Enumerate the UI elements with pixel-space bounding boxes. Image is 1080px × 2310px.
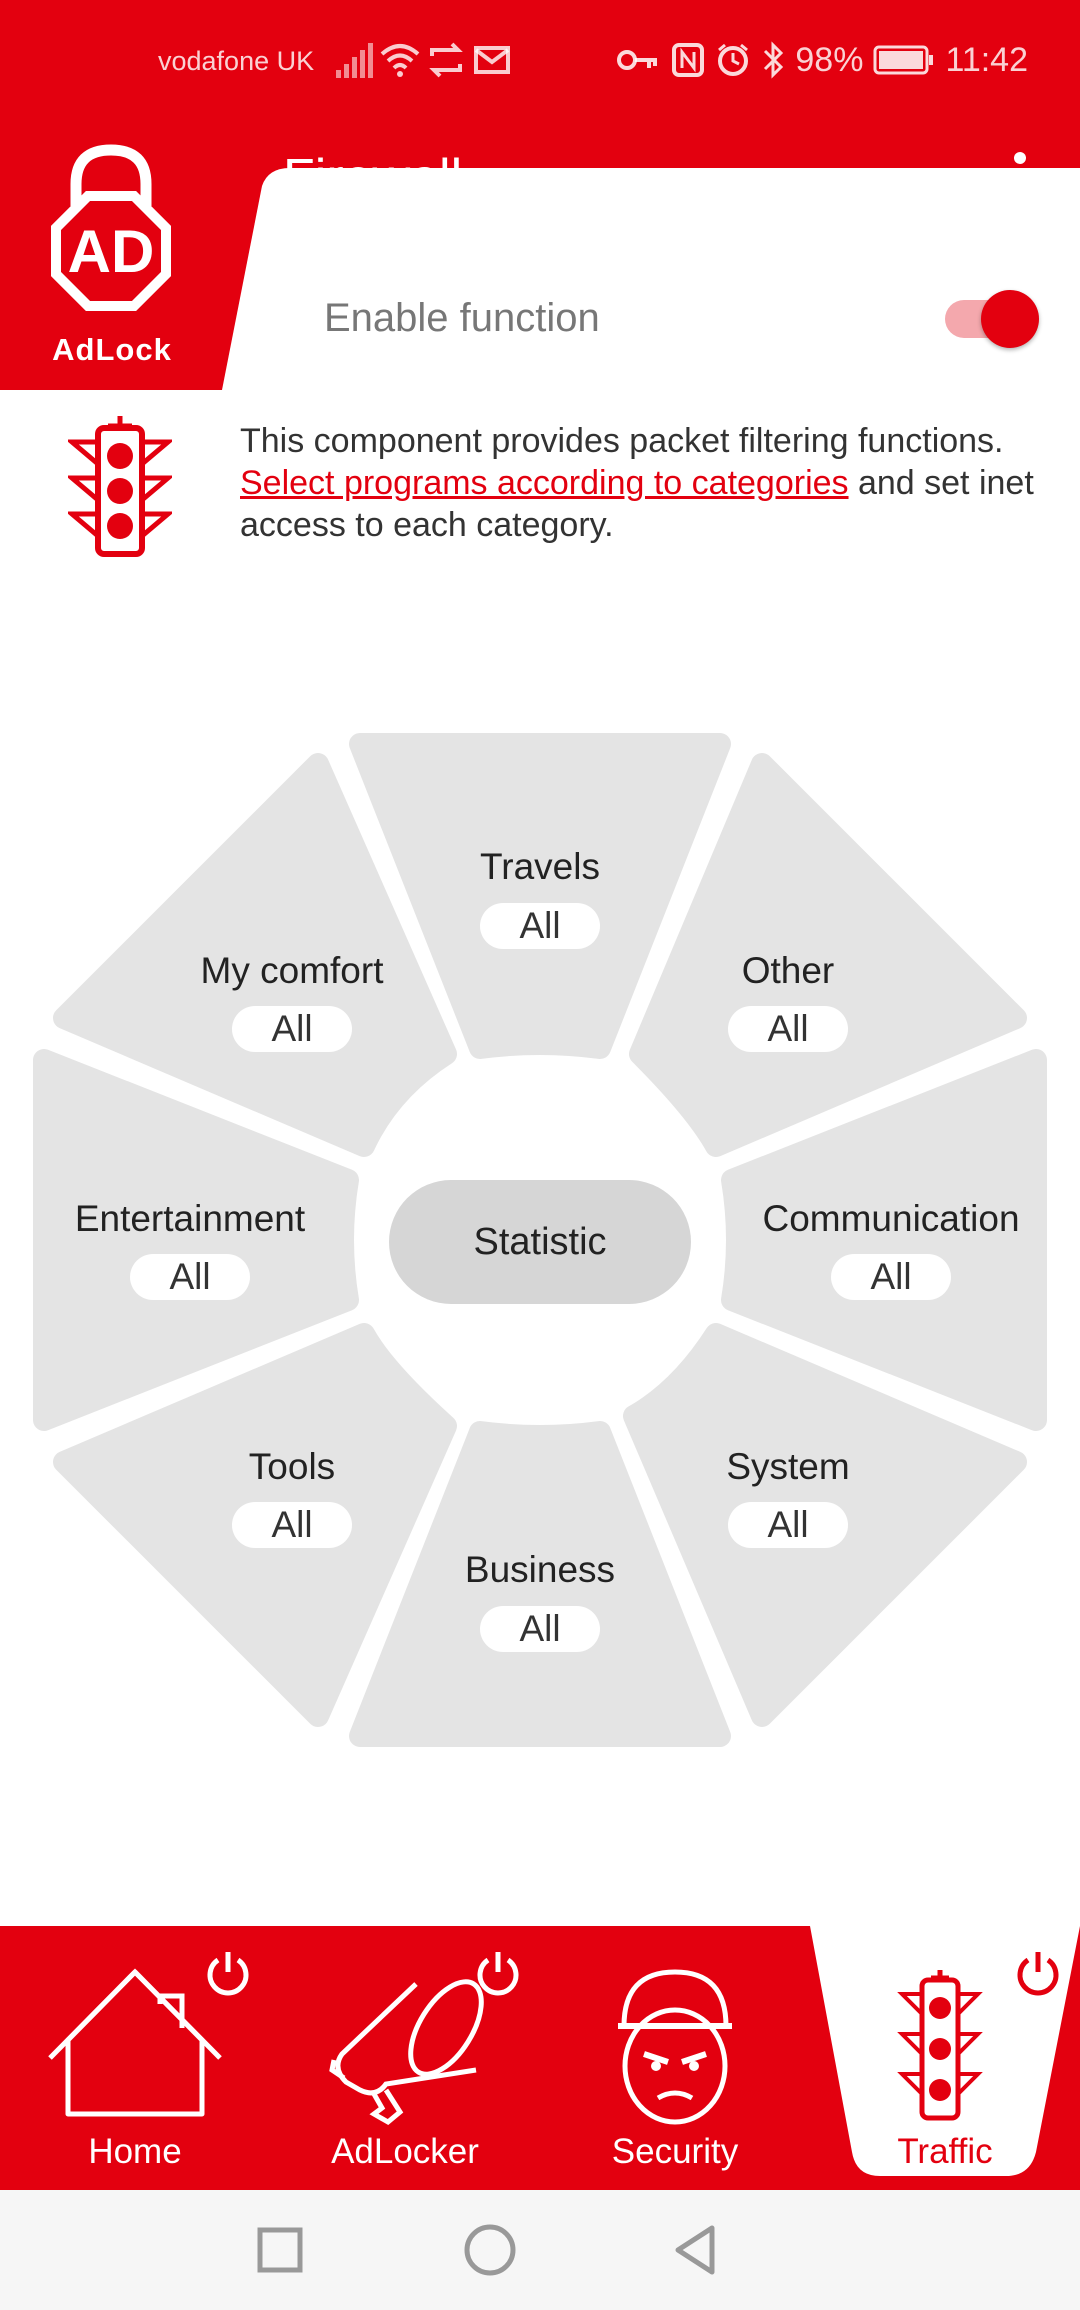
bluetooth-icon bbox=[764, 41, 784, 79]
description-text-end: and set inet access to each category. bbox=[240, 464, 1034, 544]
nav-adlocker-label: AdLocker bbox=[331, 2132, 479, 2171]
carrier-name: vodafone UK bbox=[158, 46, 315, 76]
category-label-my-comfort: My comfort bbox=[200, 950, 384, 991]
category-value-tools[interactable]: All bbox=[232, 1502, 352, 1548]
battery-percent: 98% bbox=[795, 40, 864, 79]
system-navigation-bar bbox=[0, 2190, 1080, 2310]
nav-traffic[interactable]: Traffic bbox=[810, 1926, 1080, 2190]
home-power-icon[interactable] bbox=[202, 1948, 254, 2000]
nav-adlocker[interactable]: AdLocker bbox=[270, 1926, 540, 2190]
segment-business[interactable] bbox=[349, 1421, 731, 1747]
segment-communication[interactable] bbox=[721, 1049, 1047, 1431]
category-value-my-comfort[interactable]: All bbox=[232, 1006, 352, 1052]
traffic-light-icon bbox=[68, 416, 172, 557]
key-icon bbox=[617, 50, 658, 70]
wifi-icon bbox=[380, 44, 420, 77]
segment-travels[interactable] bbox=[349, 733, 731, 1059]
recent-apps-icon[interactable] bbox=[248, 2218, 312, 2282]
nfc-icon bbox=[672, 43, 705, 77]
toggle-thumb bbox=[981, 290, 1039, 348]
spy-icon bbox=[618, 1969, 732, 2125]
megaphone-icon bbox=[329, 1979, 484, 2126]
alarm-icon bbox=[718, 43, 749, 76]
segment-my-comfort[interactable] bbox=[53, 753, 457, 1157]
adlock-logo: AD AdLock bbox=[46, 144, 176, 367]
category-label-business: Business bbox=[464, 1549, 616, 1590]
svg-text:AD: AD bbox=[68, 218, 155, 285]
home-icon bbox=[48, 1968, 222, 2117]
bottom-navigation: Home AdLocker Security bbox=[0, 1926, 1080, 2190]
sync-icon bbox=[429, 42, 463, 78]
status-right: 98% 11:42 bbox=[617, 40, 1028, 80]
statistic-button[interactable]: Statistic bbox=[389, 1180, 691, 1304]
category-value-business[interactable]: All bbox=[480, 1606, 600, 1652]
page-title: Firewall bbox=[283, 149, 463, 207]
status-bar: vodafone UK 98% 11:42 bbox=[0, 0, 1080, 124]
logo-text: AdLock bbox=[52, 332, 172, 367]
category-value-other[interactable]: All bbox=[728, 1006, 848, 1052]
overflow-menu-icon[interactable] bbox=[1006, 152, 1034, 216]
adlocker-power-icon[interactable] bbox=[472, 1948, 524, 2000]
home-circle-icon[interactable] bbox=[458, 2218, 522, 2282]
nav-home[interactable]: Home bbox=[0, 1926, 270, 2190]
nav-home-label: Home bbox=[88, 2132, 182, 2171]
adlock-lock-icon: AD bbox=[51, 144, 171, 311]
header-white-panel bbox=[222, 168, 1080, 390]
category-label-system: System bbox=[726, 1446, 850, 1487]
category-value-system[interactable]: All bbox=[728, 1502, 848, 1548]
component-description: This component provides packet filtering… bbox=[240, 420, 1040, 546]
category-label-entertainment: Entertainment bbox=[74, 1198, 306, 1239]
mail-icon bbox=[474, 46, 510, 74]
segment-entertainment[interactable] bbox=[33, 1049, 359, 1431]
category-label-other: Other bbox=[741, 950, 835, 991]
clock: 11:42 bbox=[945, 40, 1028, 79]
category-label-travels: Travels bbox=[480, 846, 600, 887]
nav-traffic-label: Traffic bbox=[897, 2132, 993, 2171]
app-header: Firewall AD AdLock bbox=[0, 124, 1080, 390]
enable-function-toggle[interactable] bbox=[943, 290, 1039, 348]
select-programs-link[interactable]: Select programs according to categories bbox=[240, 464, 849, 502]
category-value-communication[interactable]: All bbox=[831, 1254, 951, 1300]
category-value-travels[interactable]: All bbox=[480, 903, 600, 949]
back-icon[interactable] bbox=[664, 2218, 728, 2282]
category-value-entertainment[interactable]: All bbox=[130, 1254, 250, 1300]
signal-icon bbox=[336, 43, 373, 78]
traffic-power-icon[interactable] bbox=[1012, 1948, 1064, 2000]
segment-other[interactable] bbox=[629, 753, 1027, 1157]
description-text: This component provides packet filtering… bbox=[240, 422, 1004, 460]
category-label-communication: Communication bbox=[762, 1198, 1020, 1239]
traffic-light-icon bbox=[897, 1970, 983, 2121]
category-label-tools: Tools bbox=[248, 1446, 336, 1487]
battery-icon bbox=[873, 45, 934, 75]
nav-security-label: Security bbox=[611, 2132, 739, 2171]
nav-security[interactable]: Security bbox=[540, 1926, 810, 2190]
enable-function-label: Enable function bbox=[324, 296, 600, 340]
